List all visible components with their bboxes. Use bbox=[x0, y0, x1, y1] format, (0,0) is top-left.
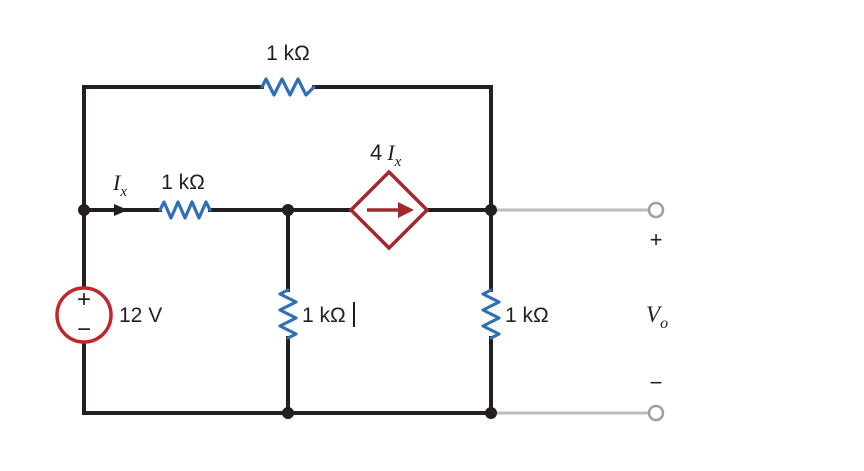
output-terminal-top[interactable] bbox=[647, 201, 665, 219]
output-minus: − bbox=[650, 370, 663, 395]
dependent-current-source bbox=[348, 169, 430, 251]
resistor-series-label: 1 kΩ bbox=[161, 171, 205, 194]
output-plus: + bbox=[650, 227, 663, 252]
resistor-series bbox=[158, 200, 212, 220]
node-right-bottom bbox=[485, 407, 497, 419]
resistor-right-label: 1 kΩ bbox=[505, 304, 549, 327]
node-center-middle bbox=[282, 204, 294, 216]
resistors bbox=[158, 77, 501, 340]
resistor-right bbox=[481, 288, 501, 340]
current-ix-label: Ix bbox=[112, 170, 127, 200]
output-terminal-bottom[interactable] bbox=[647, 404, 665, 422]
voltage-source-label: 12 V bbox=[119, 304, 162, 327]
resistor-middle bbox=[278, 288, 298, 340]
node-left-middle bbox=[78, 204, 90, 216]
voltage-source-circle bbox=[55, 286, 113, 344]
dependent-source-arrow-head bbox=[398, 202, 414, 218]
voltage-source-minus: − bbox=[77, 316, 91, 343]
output-wires bbox=[491, 208, 649, 415]
voltage-source: + − bbox=[55, 286, 113, 344]
node-center-bottom bbox=[282, 407, 294, 419]
current-arrow-head bbox=[114, 204, 128, 216]
resistor-top-label: 1 kΩ bbox=[266, 42, 310, 65]
current-ix-arrow bbox=[114, 204, 128, 216]
voltage-source-plus: + bbox=[77, 286, 91, 313]
resistor-top bbox=[260, 77, 316, 97]
output-voltage-label: Vo bbox=[646, 302, 668, 332]
resistor-middle-label: 1 kΩ bbox=[302, 304, 346, 327]
nodes bbox=[78, 204, 497, 419]
node-right-middle bbox=[485, 204, 497, 216]
wires bbox=[82, 85, 493, 415]
